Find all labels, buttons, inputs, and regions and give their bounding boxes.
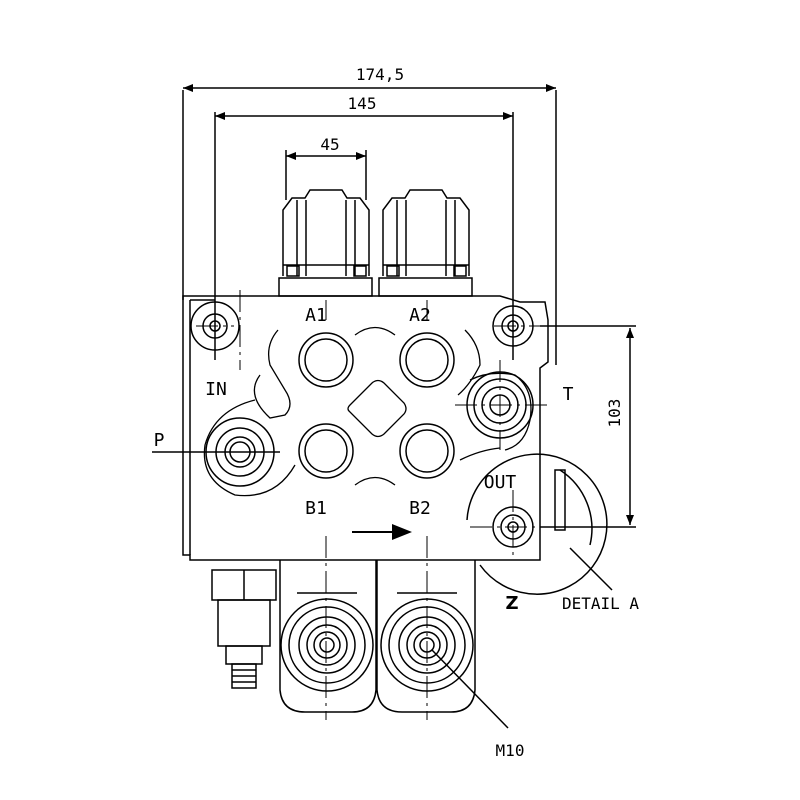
handle-cap-right [378, 189, 473, 297]
centerlines [196, 290, 552, 720]
dimension-handle [285, 150, 367, 200]
label-t: T [563, 384, 574, 405]
spool-cap-right [376, 560, 476, 713]
internal-passages [203, 326, 532, 497]
label-a2: A2 [409, 305, 431, 326]
dim-handle-width: 45 [320, 135, 339, 154]
side-plate [554, 469, 566, 531]
label-out: OUT [484, 472, 517, 493]
detail-a-outline [466, 453, 613, 595]
label-detail-a: DETAIL A [562, 594, 639, 613]
label-b1: B1 [305, 498, 327, 519]
label-view-z: Z [505, 593, 518, 614]
label-p: P [154, 430, 165, 451]
m10-leader [431, 649, 509, 729]
dimension-port-spacing [214, 112, 514, 360]
label-b2: B2 [409, 498, 431, 519]
port-a2 [399, 332, 455, 388]
port-b1 [298, 423, 354, 479]
dim-height: 103 [605, 399, 624, 428]
spool-cap-left [279, 560, 377, 713]
flow-arrow [352, 524, 412, 540]
label-a1: A1 [305, 305, 327, 326]
relief-valve [211, 569, 277, 689]
port-a1 [298, 332, 354, 388]
dimension-overall [182, 84, 557, 365]
center-diamond [347, 379, 407, 438]
dim-port-spacing: 145 [348, 94, 377, 113]
dimension-height [540, 325, 636, 528]
label-m10: M10 [496, 741, 525, 760]
label-in: IN [205, 379, 227, 400]
handle-cap-left [278, 189, 373, 297]
dim-overall-width: 174,5 [356, 65, 404, 84]
port-b2 [399, 423, 455, 479]
